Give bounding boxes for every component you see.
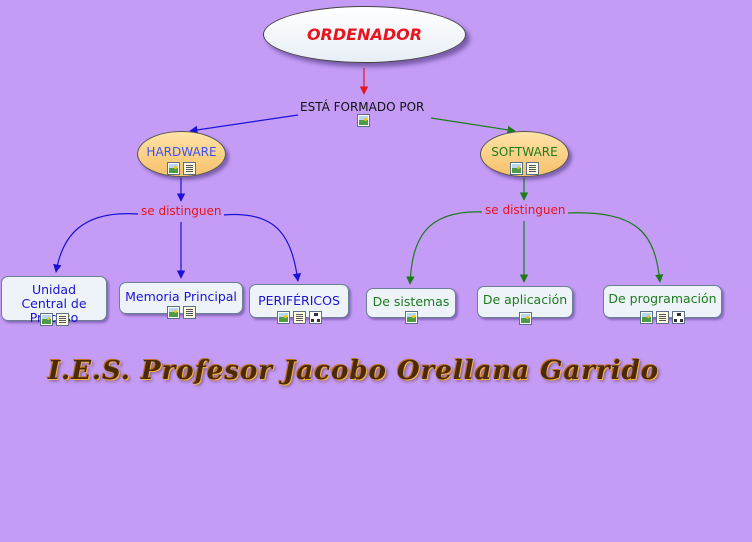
image-icon[interactable] [167,162,180,175]
node-icons [604,311,721,324]
hardware-node[interactable]: HARDWARE [137,131,226,177]
node-memoria-principal[interactable]: Memoria Principal [119,282,243,319]
concept-map-icon[interactable] [672,311,685,324]
node-icons [120,306,242,319]
node-label: De programación [608,291,717,306]
document-icon[interactable] [526,162,539,175]
node-unidad-central-de-proceso[interactable]: Unidad Central de Proceso [1,276,107,326]
link-label-to-hardware [189,114,299,135]
document-icon[interactable] [656,311,669,324]
node-perifericos[interactable]: PERIFÉRICOS [249,284,349,324]
node-de-sistemas[interactable]: De sistemas [366,288,456,324]
document-icon[interactable] [55,313,69,326]
hardware-icons [138,162,225,175]
node-label: PERIFÉRICOS [258,293,340,308]
software-label: SOFTWARE [491,145,558,159]
link-sw-sistemas [406,211,483,285]
node-label: De sistemas [372,294,450,309]
software-icons [481,162,568,175]
root-label: ORDENADOR [306,25,423,44]
image-icon[interactable] [518,312,532,325]
root-node-ordenador[interactable]: ORDENADOR [263,6,466,63]
document-icon[interactable] [182,306,196,319]
node-icons [250,311,348,324]
node-label: Memoria Principal [125,289,237,304]
node-icons [2,313,106,326]
node-label: De aplicación [482,292,568,307]
school-name-banner: I.E.S. Profesor Jacobo Orellana Garrido [48,356,660,386]
document-icon[interactable] [292,311,306,324]
hardware-link-label: se distinguen [139,204,224,218]
software-link-label: se distinguen [483,203,568,217]
image-icon[interactable] [510,162,523,175]
link-label-icons [357,114,370,127]
image-icon[interactable] [166,306,180,319]
image-icon[interactable] [640,311,653,324]
document-icon[interactable] [183,162,196,175]
image-icon[interactable] [357,114,370,127]
hardware-label: HARDWARE [146,145,217,159]
link-sw-programacion [565,212,664,283]
software-node[interactable]: SOFTWARE [480,131,569,177]
image-icon[interactable] [276,311,290,324]
link-hw-perifericos [222,213,302,282]
node-icons [478,312,572,325]
link-label-to-software [430,117,516,134]
concept-map-icon[interactable] [308,311,322,324]
image-icon[interactable] [404,311,418,324]
image-icon[interactable] [39,313,53,326]
node-de-programacion[interactable]: De programación [603,285,722,324]
link-label-esta-formado-por: ESTÁ FORMADO POR [298,100,427,114]
node-icons [367,311,455,324]
node-de-aplicacion[interactable]: De aplicación [477,286,573,325]
link-hw-ucp [53,213,139,273]
